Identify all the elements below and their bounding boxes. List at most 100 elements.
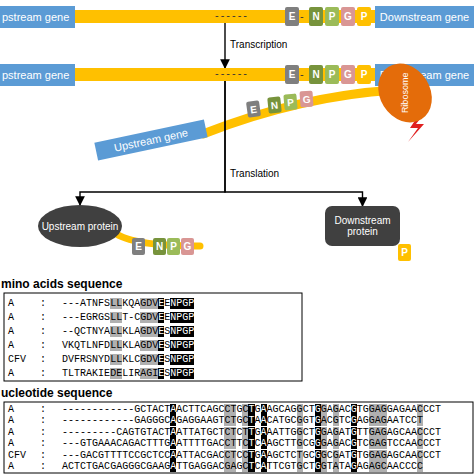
residue-char: A <box>122 427 128 438</box>
residue-char: T <box>357 450 363 461</box>
residue-char: A <box>375 427 381 438</box>
residue-char: C <box>255 438 261 449</box>
residue-char: T <box>80 340 86 351</box>
residue-char: G <box>297 427 303 438</box>
residue-char: C <box>279 461 285 472</box>
residue-char: A <box>110 438 116 449</box>
residue-char: G <box>80 438 86 449</box>
node-text: N <box>312 69 319 80</box>
residue-char: C <box>405 461 411 472</box>
residue-char: A <box>158 461 164 472</box>
row-name: : <box>40 325 46 338</box>
residue-char: C <box>363 438 369 449</box>
sequence-row: ---GTGAAACAGACTTTGAATTTTGACCTTCTCAAGCTTG… <box>62 438 441 449</box>
residue-char: G <box>321 450 327 461</box>
residue-char: L <box>116 340 122 351</box>
residue-char: L <box>116 312 122 323</box>
residue-char: G <box>303 415 309 426</box>
residue-char: - <box>62 326 68 337</box>
residue-char: P <box>188 298 194 309</box>
residue-char: - <box>62 427 68 438</box>
residue-char: C <box>182 404 188 415</box>
residue-char: T <box>158 438 164 449</box>
residue-char: - <box>80 415 86 426</box>
row-name: : <box>40 461 46 472</box>
residue-char: - <box>74 450 80 461</box>
residue-char: G <box>146 415 152 426</box>
motif-residue: P <box>325 7 339 26</box>
row-name: CFV <box>8 450 26 461</box>
residue-char: - <box>62 404 68 415</box>
residue-char: A <box>267 427 273 438</box>
residue-char: G <box>152 415 158 426</box>
row-name: A <box>8 404 14 415</box>
row-name: : <box>40 339 46 352</box>
residue-char: - <box>110 427 116 438</box>
residue-char: A <box>339 427 345 438</box>
residue-char: G <box>158 415 164 426</box>
residue-char: F <box>98 298 104 309</box>
residue-char: T <box>435 450 441 461</box>
residue-char: C <box>417 404 423 415</box>
motif-residue: P <box>398 244 411 261</box>
residue-char: G <box>363 450 369 461</box>
residue-char: E <box>158 326 164 337</box>
residue-char: A <box>170 427 176 438</box>
residue-char: G <box>381 404 387 415</box>
residue-char: G <box>351 404 357 415</box>
residue-char: T <box>152 450 158 461</box>
residue-char: C <box>291 415 297 426</box>
sequence-row: ------------GAGGGCAGAGGAAGTCTGCTAACATGCG… <box>62 415 423 426</box>
residue-char: C <box>140 438 146 449</box>
residue-char: C <box>200 404 206 415</box>
residue-char: C <box>405 415 411 426</box>
residue-char: P <box>188 368 194 379</box>
residue-char: T <box>110 450 116 461</box>
residue-char: E <box>158 368 164 379</box>
residue-char: A <box>339 438 345 449</box>
residue-char: T <box>285 427 291 438</box>
residue-char: C <box>255 461 261 472</box>
node-text: N <box>270 99 278 111</box>
residue-char: - <box>62 450 68 461</box>
residue-char: G <box>321 461 327 472</box>
step-label: Transcription <box>230 39 287 50</box>
residue-char: C <box>429 450 435 461</box>
residue-char: N <box>92 326 98 337</box>
residue-char: A <box>206 404 212 415</box>
residue-char: - <box>122 404 128 415</box>
residue-char: A <box>339 450 345 461</box>
residue-char: G <box>128 461 134 472</box>
residue-char: G <box>194 415 200 426</box>
residue-char: A <box>200 415 206 426</box>
residue-char: C <box>212 427 218 438</box>
residue-char: - <box>116 404 122 415</box>
residue-char: A <box>393 404 399 415</box>
residue-char: T <box>363 427 369 438</box>
residue-char: T <box>248 461 254 472</box>
residue-char: - <box>104 415 110 426</box>
residue-char: P <box>188 354 194 365</box>
residue-char: C <box>146 450 152 461</box>
residue-char: A <box>267 438 273 449</box>
motif-residue: E <box>285 7 299 26</box>
residue-char: C <box>80 326 86 337</box>
residue-char: G <box>80 450 86 461</box>
residue-char: G <box>369 415 375 426</box>
residue-char: R <box>80 354 86 365</box>
residue-char: A <box>369 461 375 472</box>
residue-char: G <box>297 461 303 472</box>
residue-char: G <box>333 415 339 426</box>
residue-char: A <box>86 450 92 461</box>
linker-dash: - <box>300 7 304 26</box>
row-name: A <box>8 438 14 449</box>
residue-char: G <box>98 450 104 461</box>
residue-char: V <box>68 354 74 365</box>
residue-char: A <box>387 415 393 426</box>
residue-char: G <box>134 415 140 426</box>
residue-char: - <box>68 427 74 438</box>
residue-char: T <box>230 427 236 438</box>
row-name: : <box>40 367 46 380</box>
residue-char: G <box>212 415 218 426</box>
